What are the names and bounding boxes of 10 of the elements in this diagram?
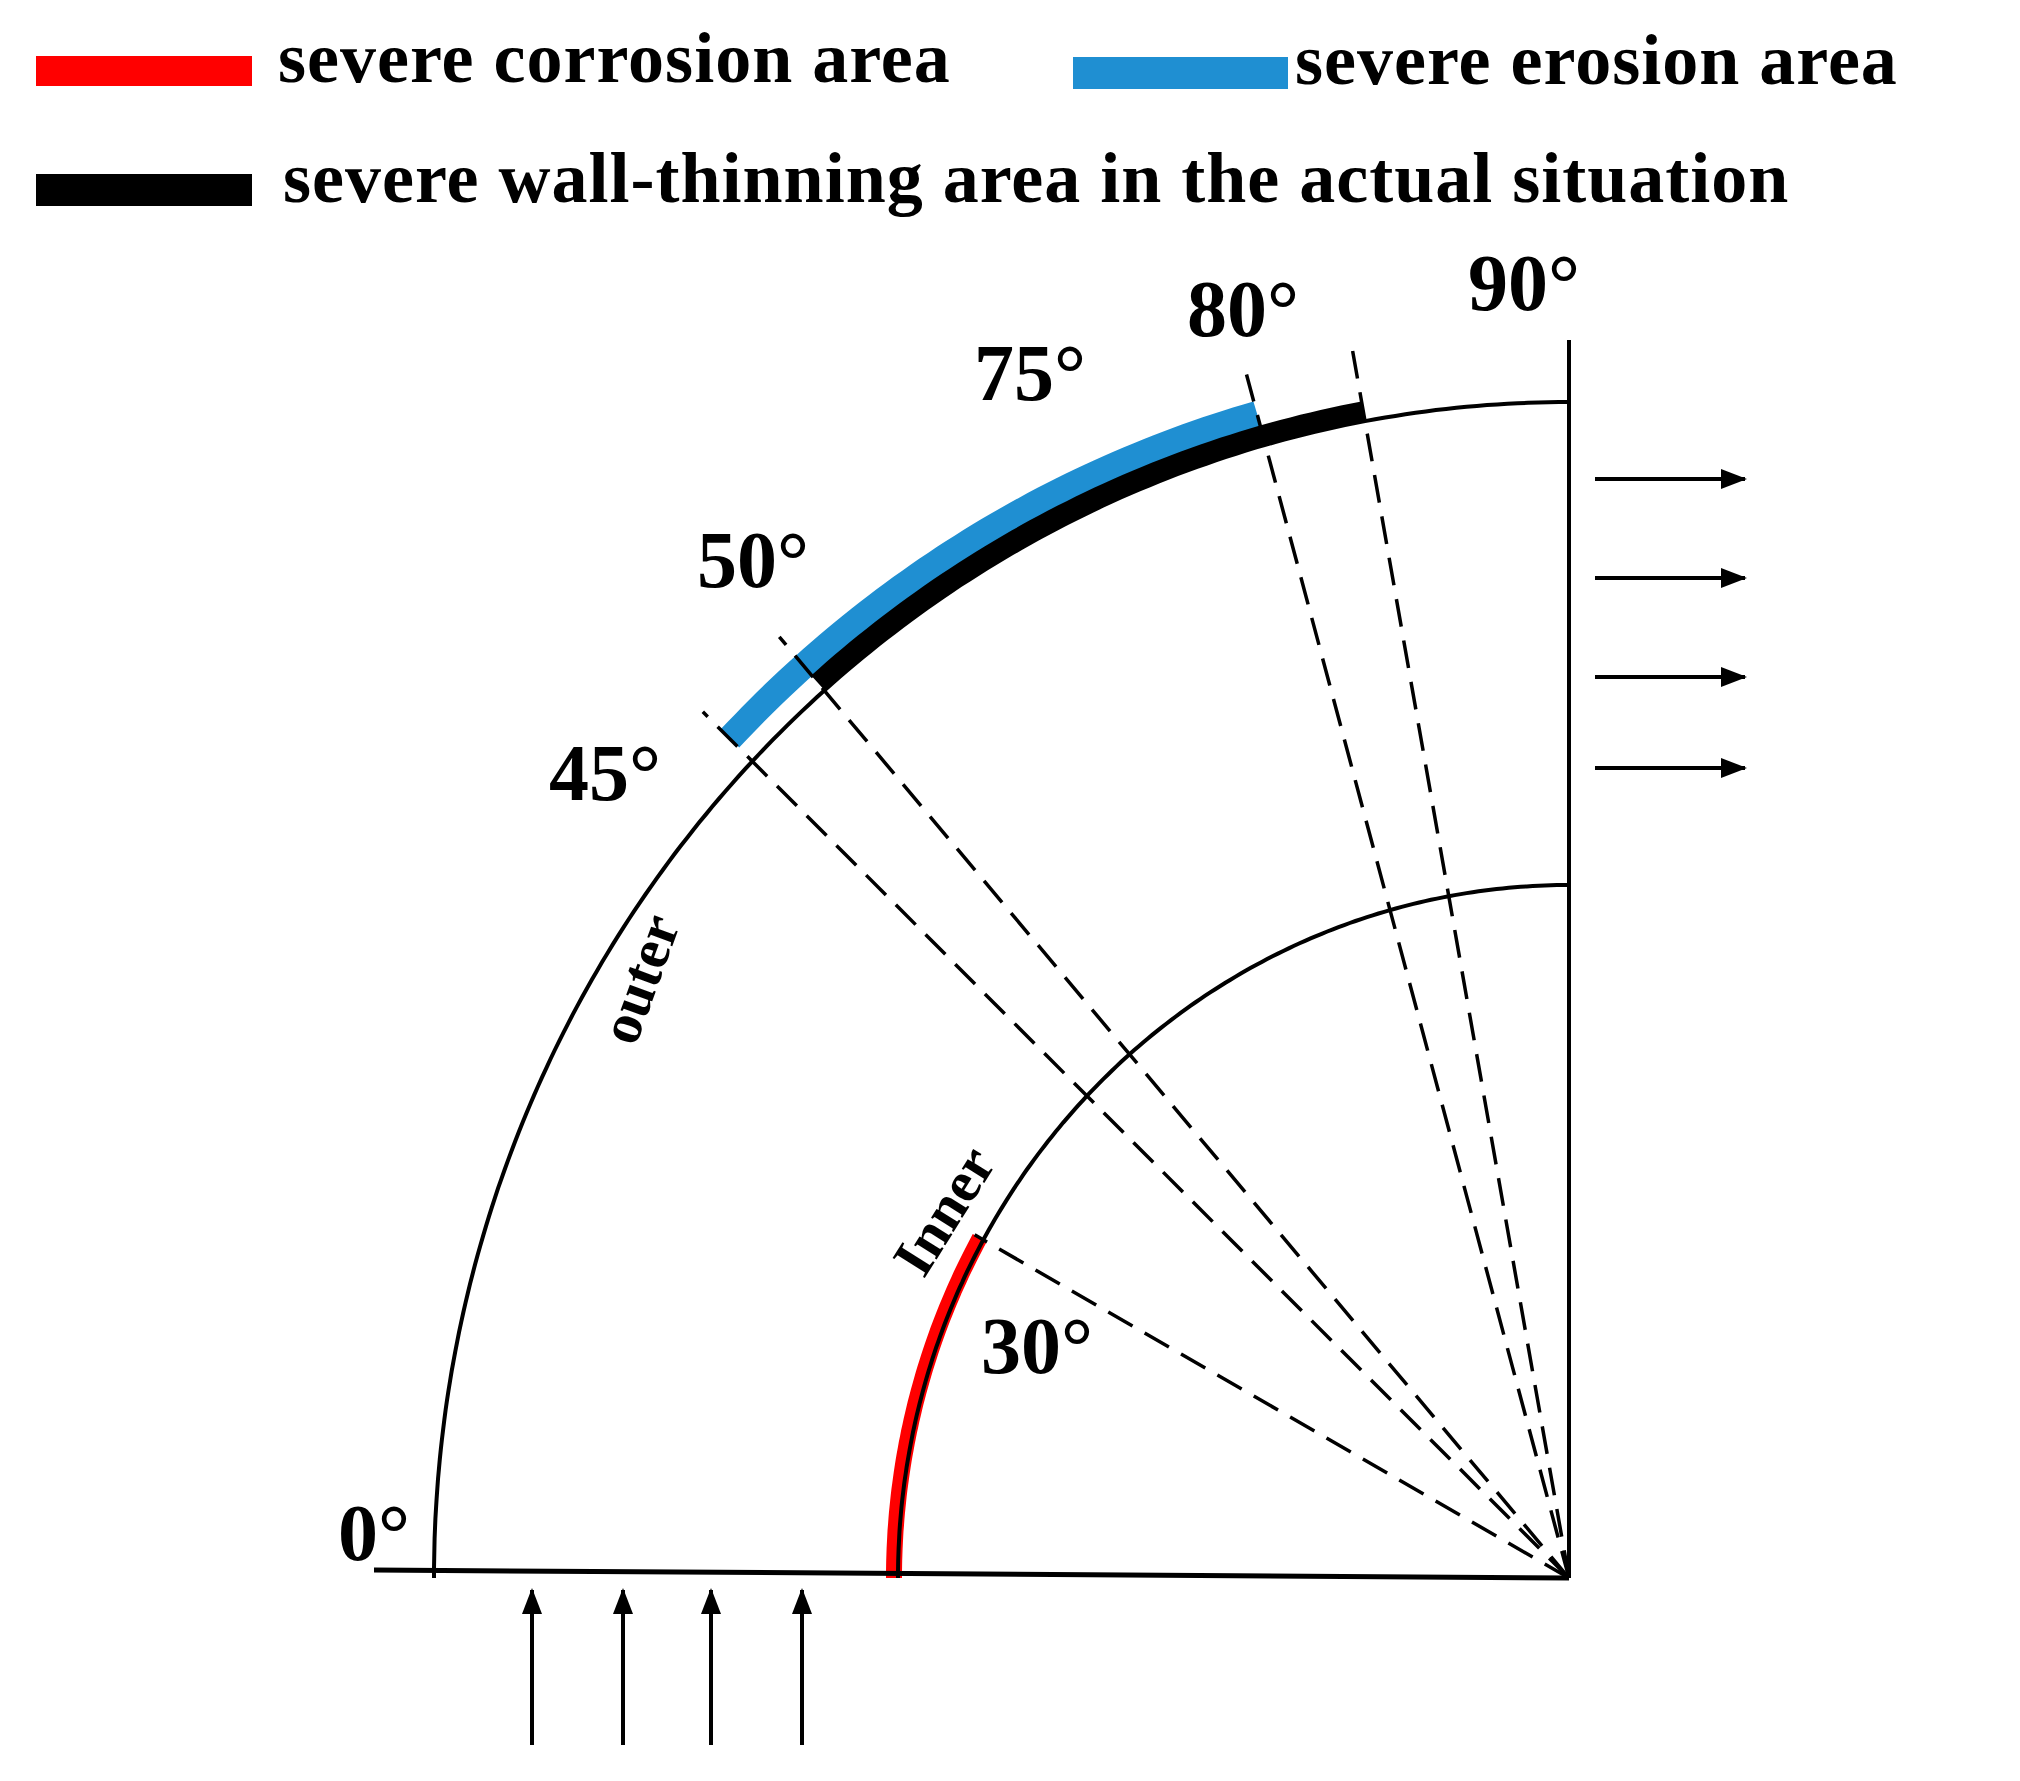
angle-label: 75° xyxy=(974,333,1086,413)
angle-label: 0° xyxy=(338,1493,410,1573)
wall-label: outer xyxy=(590,907,690,1051)
angle-label: 90° xyxy=(1468,243,1580,323)
angle-label: 80° xyxy=(1187,269,1299,349)
angle-label: 50° xyxy=(697,520,809,600)
legend-text: severe corrosion area xyxy=(278,22,951,94)
angle-label: 45° xyxy=(549,733,661,813)
angle-label: 30° xyxy=(981,1306,1093,1386)
legend-text: severe erosion area xyxy=(1295,24,1898,96)
